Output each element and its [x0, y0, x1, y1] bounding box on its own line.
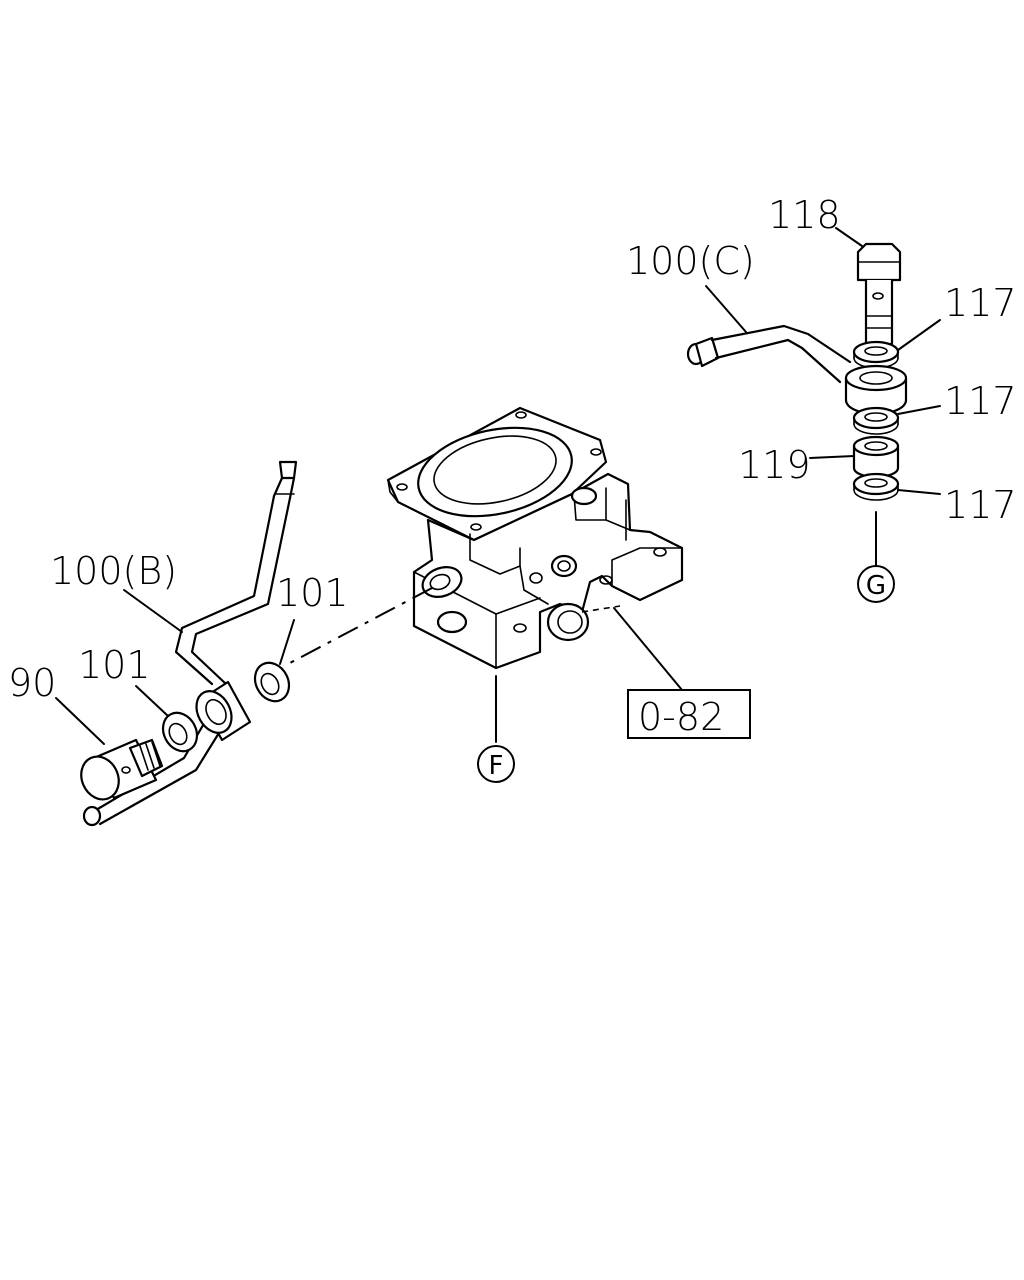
pipe-100b — [82, 460, 298, 827]
banjo-eye-vertical — [844, 364, 908, 416]
connector-f-label: F — [489, 751, 504, 781]
connector-f: F — [477, 745, 515, 783]
banjo-eye — [195, 680, 252, 742]
bolt-118 — [856, 242, 902, 346]
reference-box: 0-82 — [627, 689, 751, 739]
callout-117-top: 117 — [944, 281, 1017, 325]
callout-90: 90 — [8, 661, 56, 705]
axis-line — [287, 587, 433, 665]
bolt-90 — [80, 738, 164, 801]
spacer-119 — [852, 435, 900, 479]
washer-101-right — [253, 661, 291, 703]
leader-lines — [55, 227, 941, 745]
callout-117-bottom: 117 — [944, 483, 1017, 527]
callout-117-mid: 117 — [944, 379, 1017, 423]
callout-100c: 100(C) — [626, 239, 755, 283]
washer-117-bottom — [852, 472, 900, 501]
callout-101-left: 101 — [78, 643, 151, 687]
reference-box-label: 0-82 — [638, 695, 724, 739]
washer-117-mid — [852, 406, 900, 435]
callout-119: 119 — [738, 443, 811, 487]
connector-g-label: G — [866, 571, 886, 601]
housing-body — [386, 406, 684, 670]
callout-118: 118 — [768, 193, 841, 237]
pipe-100c — [686, 324, 852, 384]
washer-117-top — [852, 340, 900, 369]
washer-101-left — [161, 711, 199, 753]
callout-100b: 100(B) — [50, 549, 177, 593]
connector-g: G — [857, 565, 895, 603]
callout-101-right: 101 — [276, 571, 349, 615]
